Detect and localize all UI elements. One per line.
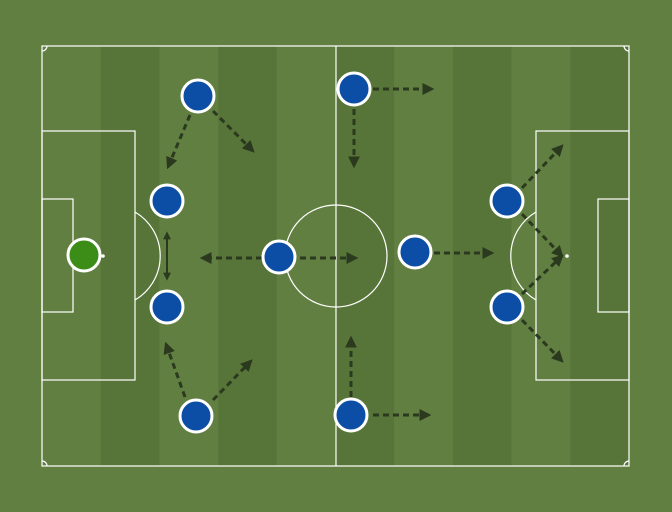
right-goal-area — [597, 198, 630, 313]
player-marker[interactable] — [261, 239, 297, 275]
corner-arc-tr — [623, 45, 630, 52]
players — [66, 71, 525, 434]
corner-arc-br — [623, 460, 630, 467]
movement-arrows — [163, 83, 564, 421]
player-marker[interactable] — [149, 183, 185, 219]
grass-stripes — [42, 46, 629, 466]
grass-stripe — [452, 46, 512, 466]
left-penalty-arc — [134, 211, 161, 301]
player-marker[interactable] — [180, 78, 216, 114]
player-marker[interactable] — [489, 183, 525, 219]
movement-arrow — [520, 254, 564, 296]
goalkeeper-marker[interactable] — [66, 237, 102, 273]
grass-stripe — [335, 46, 395, 466]
movement-arrow — [211, 359, 253, 402]
right-penalty-spot — [565, 254, 569, 258]
player-marker[interactable] — [149, 289, 185, 325]
left-penalty-spot — [101, 254, 105, 258]
corner-arc-bl — [41, 460, 48, 467]
player-marker[interactable] — [397, 234, 433, 270]
pitch-markings — [41, 45, 630, 467]
player-marker[interactable] — [333, 397, 369, 433]
grass-stripe — [100, 46, 160, 466]
corner-arc-tl — [41, 45, 48, 52]
player-marker[interactable] — [489, 289, 525, 325]
grass-stripe — [570, 46, 629, 466]
player-marker[interactable] — [178, 398, 214, 434]
player-marker[interactable] — [336, 71, 372, 107]
